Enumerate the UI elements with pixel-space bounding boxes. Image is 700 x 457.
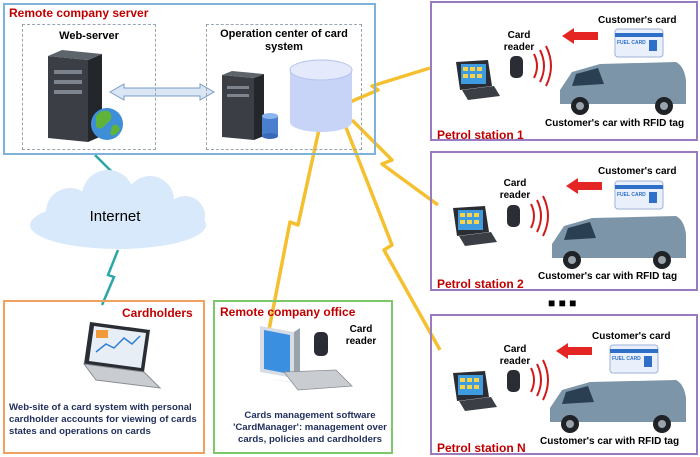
webserver-panel bbox=[22, 24, 156, 150]
operation-server-icon bbox=[222, 71, 264, 140]
webserver-icon bbox=[48, 50, 102, 142]
webserver-label: Web-server bbox=[59, 30, 119, 42]
stations-ellipsis: ■ ■ ■ bbox=[548, 296, 577, 310]
cardholders-title: Cardholders bbox=[122, 306, 193, 320]
station-1-red-arrow-icon bbox=[562, 28, 598, 44]
link-to-office bbox=[266, 124, 322, 336]
cardholders-section bbox=[3, 300, 205, 454]
desktop-computer-icon bbox=[260, 326, 353, 391]
station-2-pos-terminal-icon bbox=[453, 206, 497, 246]
station-2-fuel-card-icon bbox=[614, 180, 664, 210]
server-section bbox=[3, 3, 376, 155]
station-2-car-label: Customer's car with RFID tag bbox=[538, 271, 678, 282]
sync-arrow bbox=[108, 83, 216, 101]
station-2-customers-card-label: Customer's card bbox=[598, 166, 677, 177]
station-1-name: Petrol station 1 bbox=[437, 128, 524, 142]
station-n-car-label: Customer's car with RFID tag bbox=[540, 436, 680, 447]
station-n-red-arrow-icon bbox=[556, 343, 592, 359]
station-2-red-arrow-icon bbox=[566, 178, 602, 194]
station-1-card-reader-label: Card reader bbox=[503, 30, 535, 53]
station-2-panel bbox=[430, 151, 698, 291]
cardholders-description: Web-site of a card system with personal … bbox=[9, 402, 197, 437]
office-card-reader-label: Card reader bbox=[345, 324, 377, 347]
office-description: Cards management software 'CardManager':… bbox=[233, 410, 387, 445]
operation-center-panel bbox=[206, 24, 362, 150]
station-1-fuel-card-icon bbox=[614, 28, 664, 58]
small-database-icon bbox=[262, 113, 278, 139]
station-n-van-icon bbox=[550, 380, 686, 433]
station-n-fuel-card-text: FUEL CARD bbox=[612, 356, 641, 362]
station-n-rfid-waves-icon bbox=[530, 359, 549, 401]
station-2-fuel-card-text: FUEL CARD bbox=[617, 192, 646, 198]
globe-icon bbox=[91, 108, 123, 140]
internet-label: Internet bbox=[89, 208, 141, 225]
server-section-title: Remote company server bbox=[9, 6, 149, 20]
station-n-customers-card-label: Customer's card bbox=[592, 331, 671, 342]
station-1-car-label: Customer's car with RFID tag bbox=[545, 118, 685, 129]
station-1-fuel-card-text: FUEL CARD bbox=[617, 40, 646, 46]
operation-center-label: Operation center of card system bbox=[220, 28, 348, 53]
station-n-pos-terminal-icon bbox=[453, 371, 497, 411]
database-cylinder-icon bbox=[289, 59, 353, 132]
station-1-panel bbox=[430, 1, 698, 141]
station-1-customers-card-label: Customer's card bbox=[598, 15, 677, 26]
station-1-van-icon bbox=[560, 62, 686, 115]
laptop-icon bbox=[82, 322, 162, 389]
station-n-card-reader-label: Card reader bbox=[499, 344, 531, 367]
link-to-station-2 bbox=[350, 118, 440, 207]
station-1-pos-terminal-icon bbox=[456, 60, 500, 100]
station-1-rfid-waves-icon bbox=[533, 45, 552, 87]
station-2-rfid-waves-icon bbox=[530, 195, 549, 237]
office-section bbox=[213, 300, 393, 454]
office-title: Remote company office bbox=[220, 305, 356, 319]
link-internet-laptop bbox=[100, 249, 120, 306]
station-2-card-reader-label: Card reader bbox=[499, 178, 531, 201]
station-n-name: Petrol station N bbox=[437, 441, 526, 455]
link-to-station-n bbox=[343, 124, 442, 351]
station-n-panel bbox=[430, 314, 698, 455]
station-2-van-icon bbox=[552, 216, 686, 269]
station-n-fuel-card-icon bbox=[609, 344, 659, 374]
office-card-reader-icon bbox=[314, 332, 328, 356]
cloud-icon bbox=[30, 170, 206, 249]
station-2-name: Petrol station 2 bbox=[437, 277, 524, 291]
station-1-card-reader-icon bbox=[510, 56, 523, 78]
station-2-card-reader-icon bbox=[507, 205, 520, 227]
station-n-card-reader-icon bbox=[507, 370, 520, 392]
